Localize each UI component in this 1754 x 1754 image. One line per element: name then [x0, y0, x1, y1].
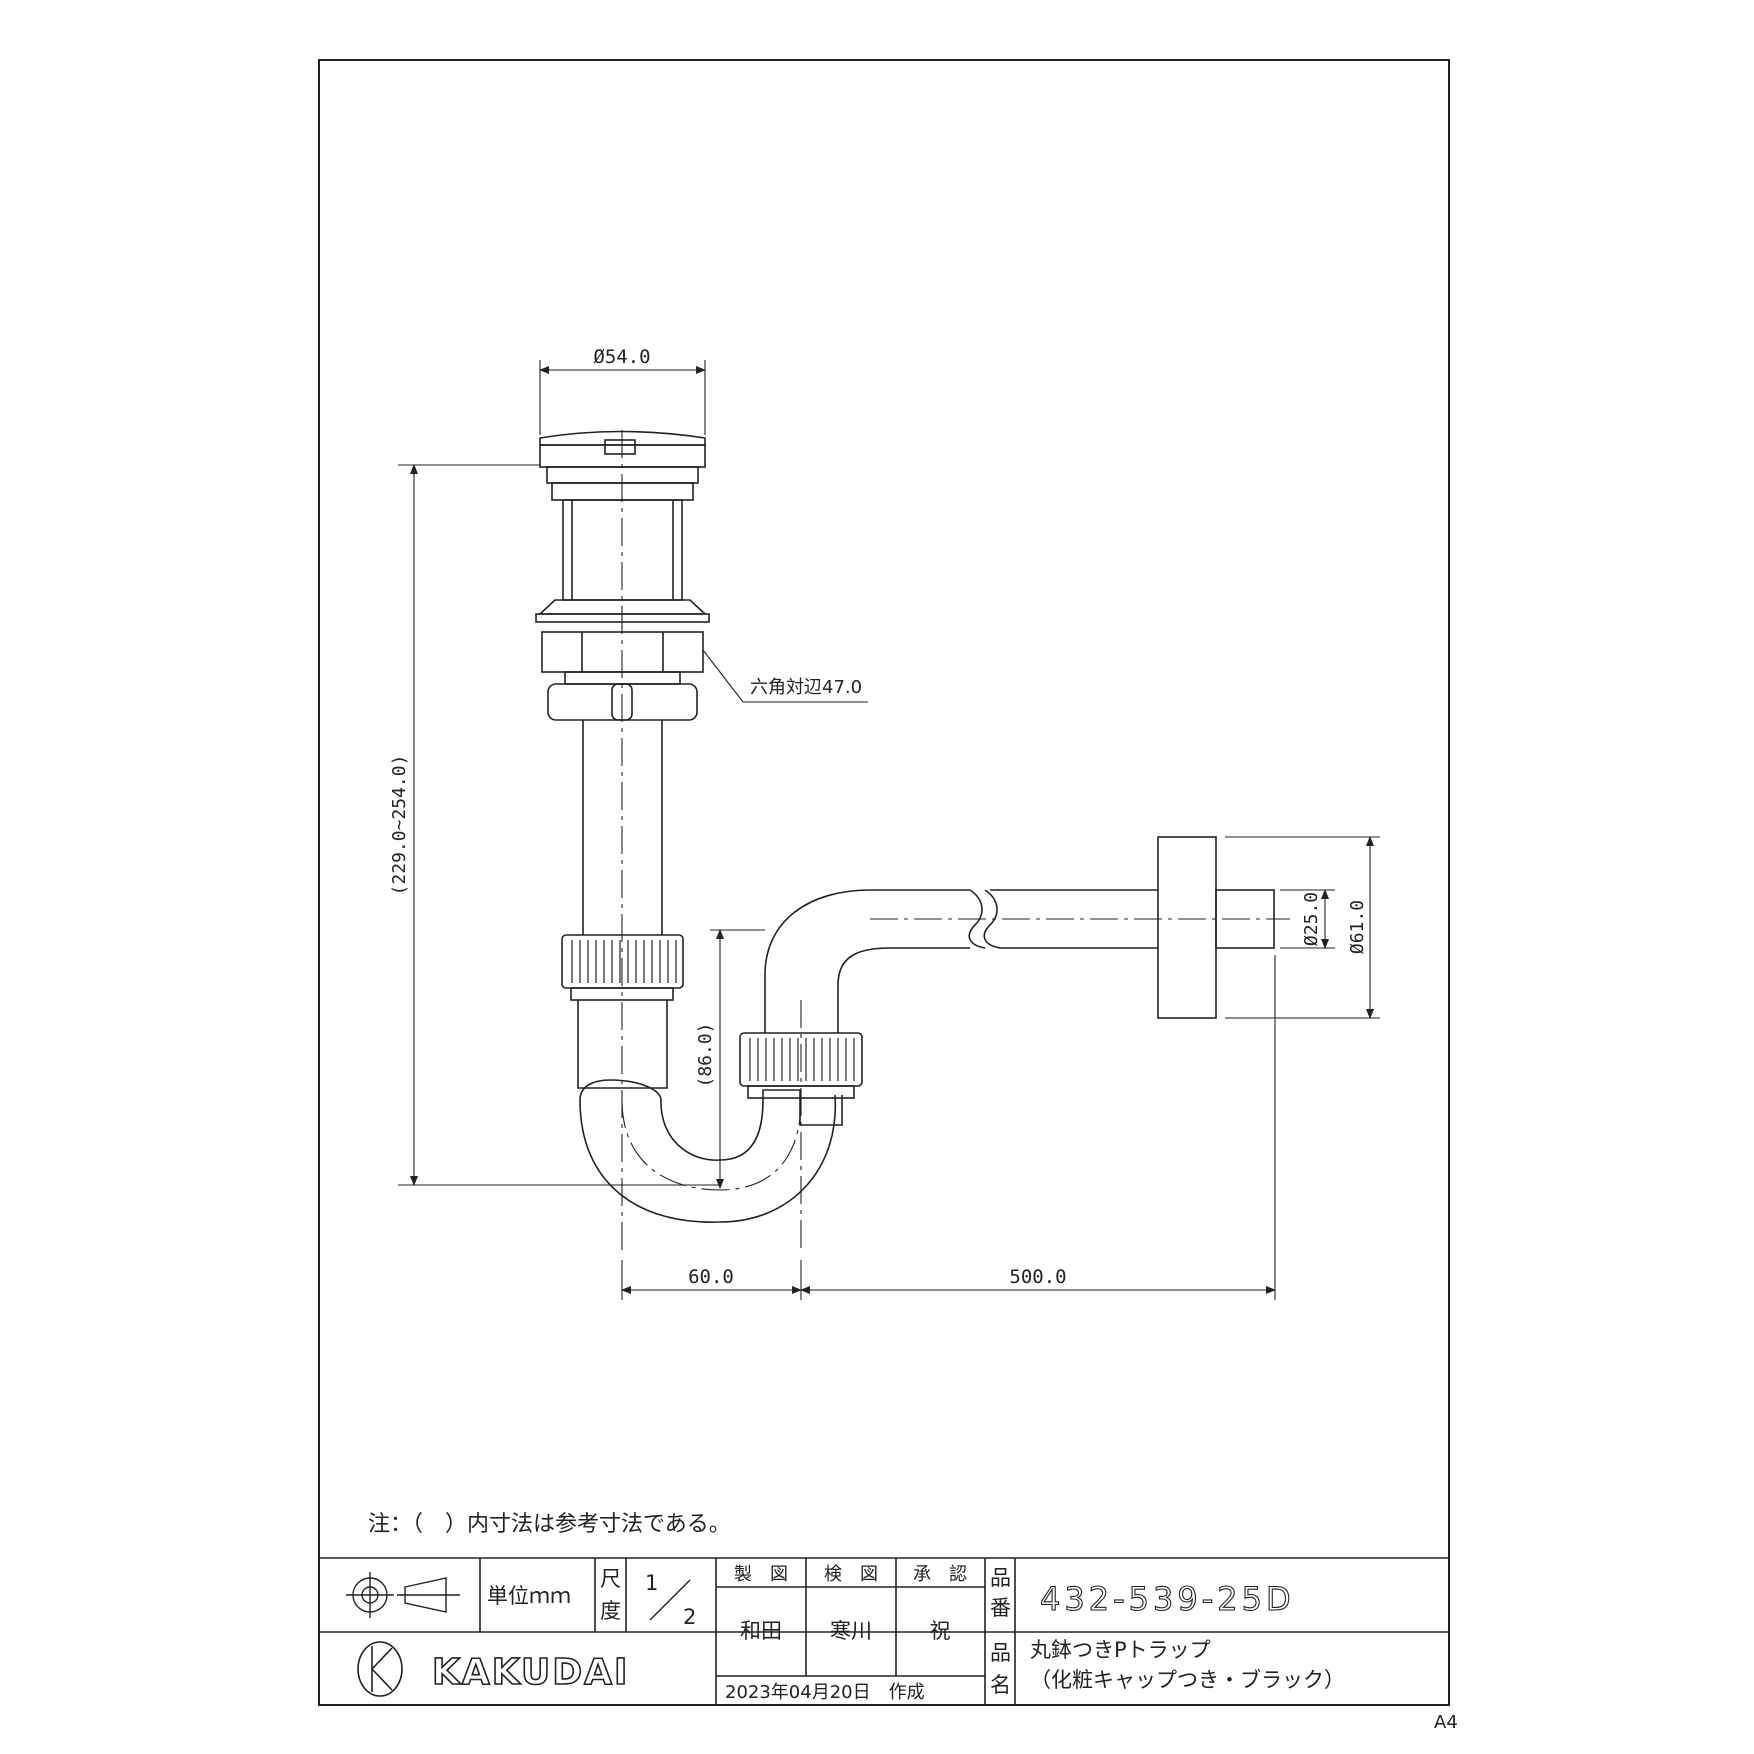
- center-lines: [621, 430, 1290, 1250]
- brand-name: KAKUDAI: [432, 1652, 629, 1693]
- scale-slash: [649, 1579, 691, 1621]
- dim-top-diameter: Ø54.0: [593, 346, 650, 368]
- name-label-2: 名: [990, 1673, 1011, 1697]
- kakudai-logo-icon: [357, 1641, 403, 1697]
- name-label-1: 品: [990, 1641, 1011, 1665]
- dim-flange-diameter: Ø61.0: [1347, 900, 1368, 954]
- drawn-header: 製 図: [734, 1564, 788, 1585]
- part-no-label-2: 番: [990, 1596, 1011, 1620]
- dim-horizontal-length: 500.0: [1009, 1266, 1066, 1288]
- scale-label-1: 尺: [600, 1567, 621, 1591]
- trap-drawing: [535, 430, 1275, 1223]
- reference-note: 注：（ ）内寸法は参考寸法である。: [368, 1512, 731, 1537]
- title-block-lines: [319, 1557, 1449, 1705]
- part-number: 432-539-25D: [1040, 1580, 1295, 1618]
- dim-hex-across-flats: 六角対辺47.0: [750, 677, 862, 698]
- product-name-line-1: 丸鉢つきPトラップ: [1030, 1638, 1211, 1662]
- paper-size: A4: [1434, 1712, 1458, 1733]
- approved-by: 祝: [930, 1619, 951, 1643]
- checked-header: 検 図: [824, 1564, 878, 1585]
- creation-date: 2023年04月20日 作成: [725, 1682, 925, 1703]
- drawn-by: 和田: [740, 1619, 782, 1643]
- knurl-pattern: [571, 940, 855, 1081]
- sheet-border: [318, 59, 1450, 1706]
- part-no-label-1: 品: [990, 1566, 1011, 1590]
- unit-label: 単位ｍｍ: [487, 1584, 571, 1608]
- projection-symbol-icon: [346, 1572, 460, 1618]
- scale-label-2: 度: [600, 1599, 621, 1623]
- dimension-lines: [398, 360, 1380, 1300]
- scale-numerator: 1: [645, 1571, 658, 1595]
- product-name-line-2: （化粧キャップつき・ブラック）: [1030, 1668, 1345, 1692]
- dim-trap-height: (86.0): [695, 1022, 716, 1087]
- scale-denominator: 2: [683, 1605, 696, 1629]
- dim-pipe-diameter: Ø25.0: [1301, 892, 1322, 946]
- approved-header: 承 認: [913, 1564, 967, 1585]
- dim-overall-height: (229.0~254.0): [389, 755, 410, 896]
- checked-by: 寒川: [830, 1619, 872, 1643]
- dim-trap-width: 60.0: [688, 1266, 734, 1288]
